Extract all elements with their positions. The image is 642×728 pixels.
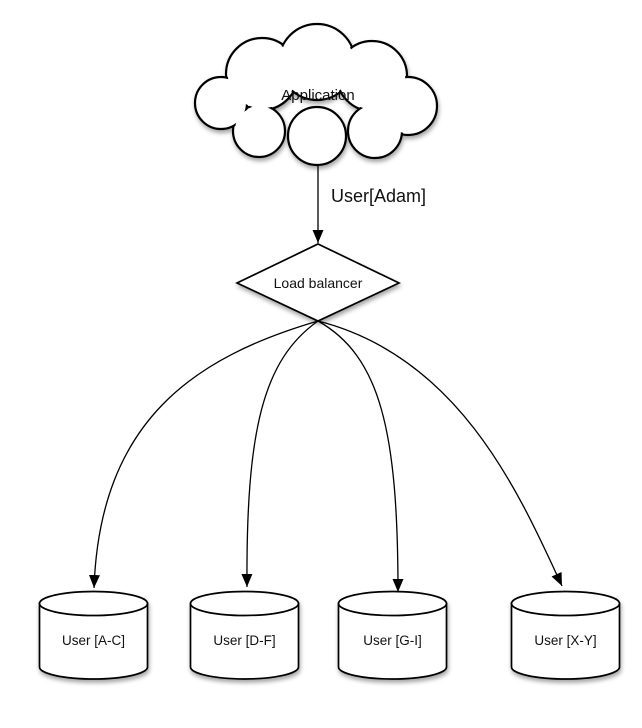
cylinder-top — [38, 590, 149, 617]
cylinder-body — [510, 602, 621, 680]
cylinder-body — [38, 602, 149, 680]
edge-lb-to-shard-a-c — [88, 320, 319, 589]
cylinder-shape — [510, 590, 621, 680]
edge-lb-to-shard-g-i — [317, 320, 404, 593]
application-node-label: Application — [281, 87, 354, 104]
edge-lb-to-shard-x-y — [317, 320, 563, 587]
cloud-shape — [193, 22, 439, 167]
cylinder-shape — [189, 590, 300, 680]
cylinder-shape — [337, 590, 448, 680]
cloud-patch — [280, 25, 354, 99]
cloud-interior — [196, 25, 436, 164]
load-balancer-node: Load balancer — [235, 243, 401, 322]
db-shard-label: User [D-F] — [213, 633, 275, 648]
db-shard-node-x-y: User [X-Y] — [510, 590, 621, 680]
cloud-patch — [289, 108, 345, 164]
cloud-patch — [227, 39, 297, 109]
db-shard-label: User [X-Y] — [534, 633, 596, 648]
cloud-patch — [196, 78, 246, 128]
cloud-patch — [234, 106, 284, 156]
db-shard-node-a-c: User [A-C] — [38, 590, 149, 680]
cloud-patch — [349, 105, 401, 157]
db-shard-node-g-i: User [G-I] — [337, 590, 448, 680]
edge-label-user-adam: User[Adam] — [331, 186, 426, 206]
cylinder-top — [337, 590, 448, 617]
db-shard-node-d-f: User [D-F] — [189, 590, 300, 680]
load-balancer-node-label: Load balancer — [274, 275, 363, 291]
cylinder-body — [337, 602, 448, 680]
edge-lb-to-shard-d-f — [241, 320, 319, 588]
db-shard-label: User [A-C] — [62, 633, 125, 648]
cylinder-body — [189, 602, 300, 680]
cylinder-top — [189, 590, 300, 617]
application-cloud-node: Application — [193, 22, 439, 167]
cylinder-top — [510, 590, 621, 617]
diamond-shape — [235, 243, 401, 322]
cylinder-shape — [38, 590, 149, 680]
db-shard-label: User [G-I] — [363, 633, 422, 648]
